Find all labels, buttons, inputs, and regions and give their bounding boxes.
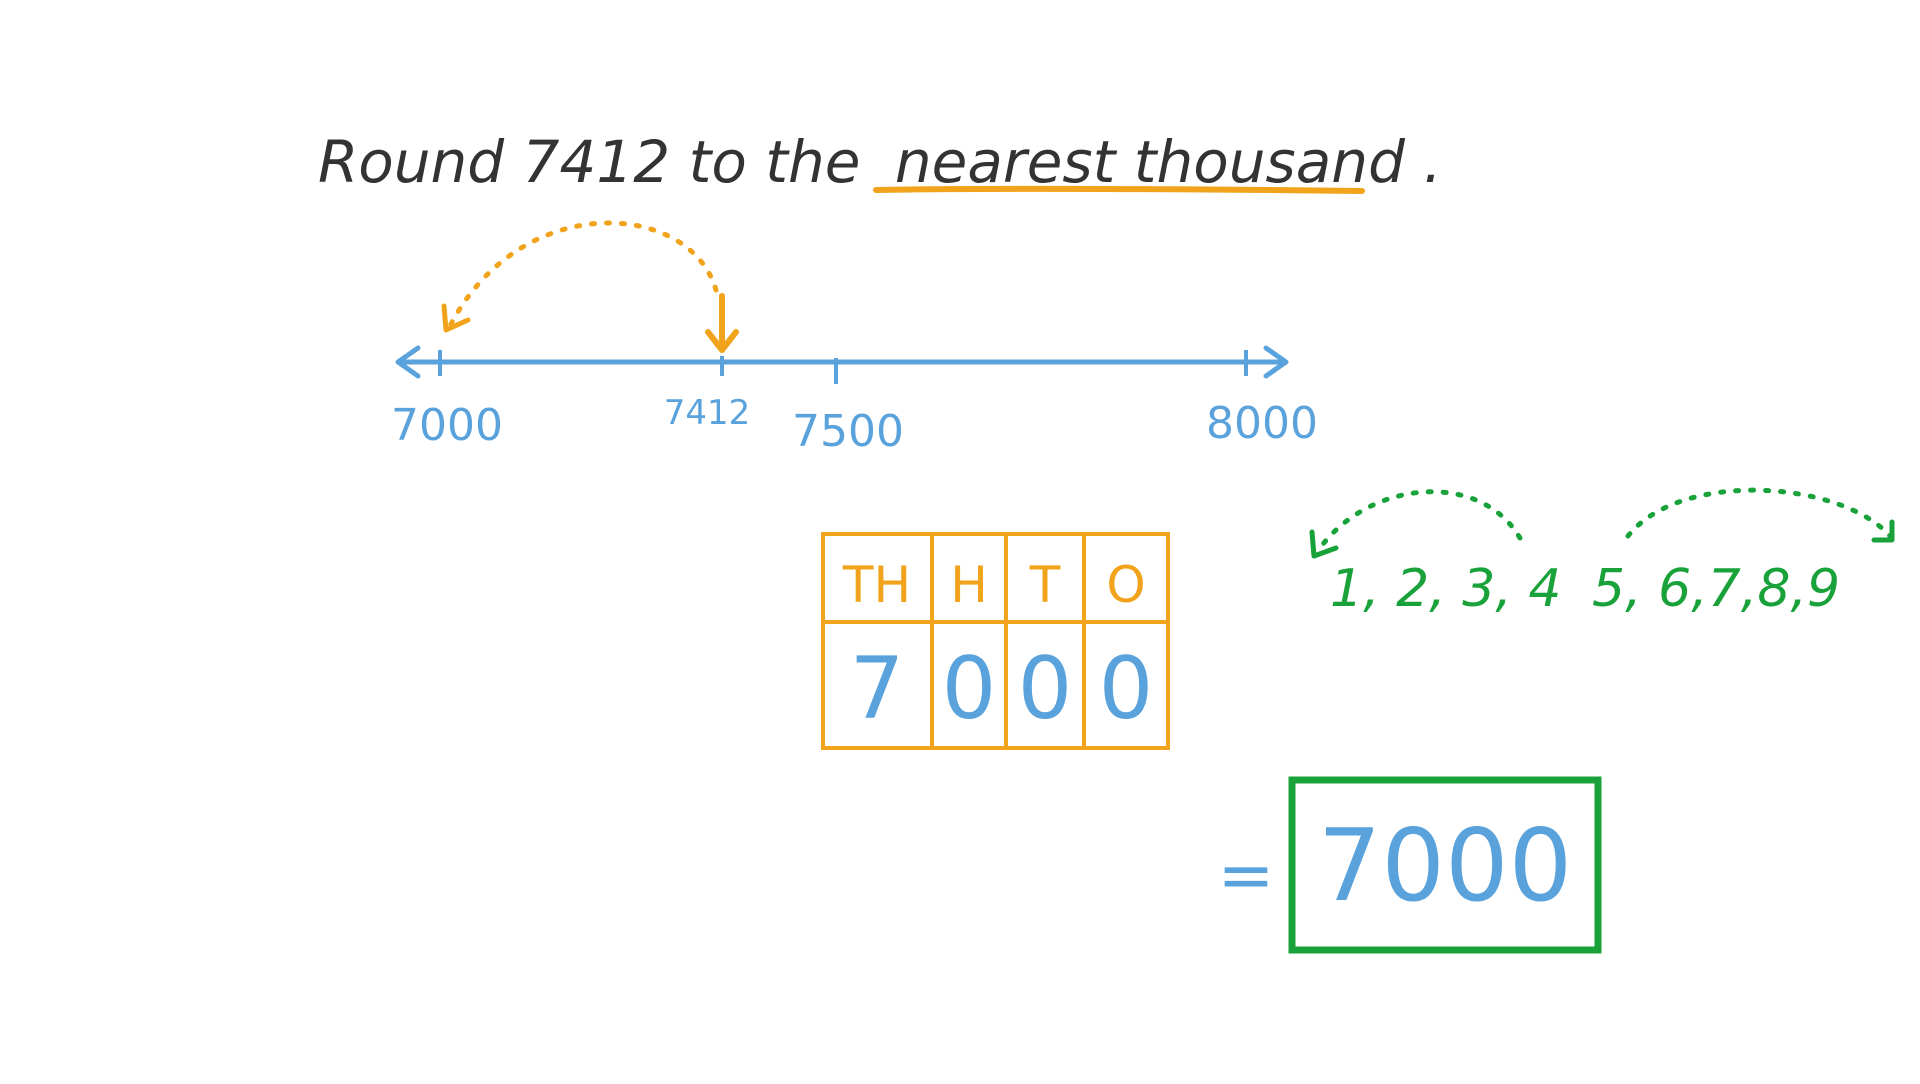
equals-sign: =: [1218, 836, 1275, 915]
header-ones: O: [1106, 556, 1145, 614]
question-underlined: nearest thousand: [895, 128, 1406, 196]
label-7000: 7000: [391, 400, 503, 451]
label-7500: 7500: [792, 406, 904, 457]
label-7412: 7412: [664, 393, 751, 433]
rounding-rule: 1, 2, 3, 4 5, 6,7,8,9: [1309, 487, 1895, 619]
round-down-arc-arrowhead: [441, 303, 471, 333]
answer-box: [1288, 776, 1602, 954]
digit-tens: 0: [1018, 639, 1073, 739]
question-text: Round 7412 to the nearest thousand .: [318, 128, 1442, 196]
place-value-table: TH H T O 7 0 0 0: [821, 532, 1170, 750]
question-period: .: [1423, 128, 1441, 196]
round-up-digits: 5, 6,7,8,9: [1592, 559, 1840, 619]
answer-value: 7000: [1318, 807, 1573, 924]
question-prefix: Round 7412 to the: [318, 128, 860, 196]
underline-nearest-thousand: [873, 185, 1365, 194]
round-down-digits: 1, 2, 3, 4: [1330, 559, 1562, 619]
table-border: [821, 532, 1170, 750]
round-down-digits-arrowhead: [1309, 529, 1339, 559]
round-up-digits-arrowhead: [1871, 519, 1895, 543]
digit-ones: 0: [1099, 639, 1154, 739]
left-arrowhead: [395, 345, 421, 379]
marker-arrowhead: [705, 329, 739, 353]
header-hundreds: H: [950, 556, 988, 614]
answer: = 7000: [1218, 776, 1602, 954]
round-down-digits-arc: [1317, 489, 1523, 551]
header-tens: T: [1029, 556, 1061, 614]
round-down-arc: [447, 220, 719, 329]
number-line: 7000 7412 7500 8000: [391, 220, 1318, 457]
header-thousands: TH: [842, 556, 911, 614]
digit-thousands: 7: [850, 639, 905, 739]
label-8000: 8000: [1206, 398, 1318, 449]
digit-hundreds: 0: [942, 639, 997, 739]
round-up-digits-arc: [1625, 487, 1893, 539]
right-arrowhead: [1263, 345, 1289, 379]
